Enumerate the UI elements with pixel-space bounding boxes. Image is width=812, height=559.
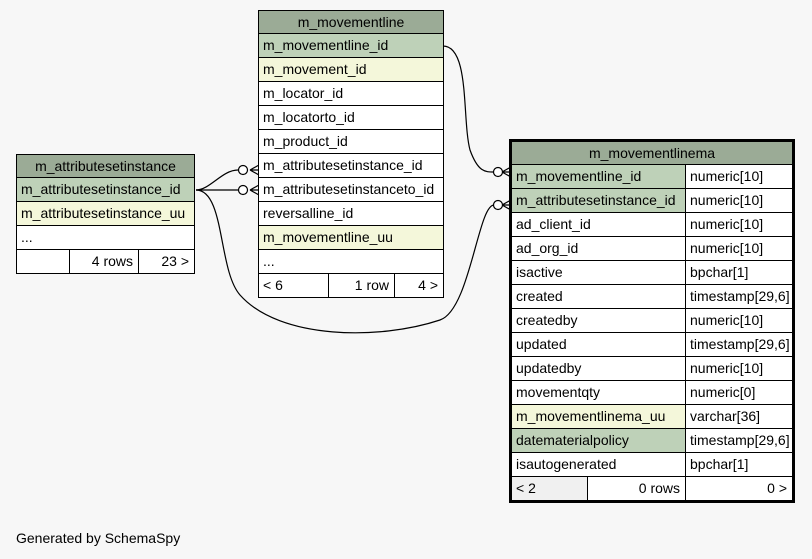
column-type: bpchar[1] <box>685 261 792 284</box>
crowfoot-icon <box>249 184 260 196</box>
column-name[interactable]: created <box>516 288 563 304</box>
column-name[interactable]: m_attributesetinstance_id <box>21 181 181 197</box>
column-name[interactable]: m_attributesetinstance_uu <box>21 205 186 221</box>
optional-circle-icon <box>492 166 504 178</box>
column-name[interactable]: m_attributesetinstance_id <box>512 189 685 212</box>
footer-parents-link[interactable]: < 2 <box>512 477 587 500</box>
column-type: timestamp[29,6] <box>685 333 792 356</box>
table-m_movementline[interactable]: m_movementline m_movementline_id m_movem… <box>258 10 444 298</box>
footer-children-link[interactable]: 23 > <box>138 250 194 273</box>
footer-row-count: 0 rows <box>587 477 685 500</box>
column-name[interactable]: m_attributesetinstance_id <box>263 157 423 173</box>
column-name[interactable]: m_locator_id <box>263 85 344 101</box>
column-name[interactable]: reversalline_id <box>263 205 354 221</box>
column-name[interactable]: movementqty <box>516 384 601 400</box>
footer-row-count: 4 rows <box>69 250 138 273</box>
crowfoot-icon <box>249 164 260 176</box>
column-type: numeric[10] <box>685 309 792 332</box>
column-name[interactable]: m_product_id <box>263 133 348 149</box>
footer-row-count: 1 row <box>328 274 394 297</box>
column-name: ... <box>263 253 275 269</box>
table-title[interactable]: m_movementline <box>259 11 443 34</box>
column-type: numeric[10] <box>685 165 792 188</box>
column-name[interactable]: ad_client_id <box>516 216 591 232</box>
optional-circle-icon <box>237 164 249 176</box>
column-name: ... <box>21 229 33 245</box>
column-name[interactable]: m_movementline_id <box>263 37 389 53</box>
footer-parents <box>17 250 69 273</box>
column-name[interactable]: m_movement_id <box>263 61 367 77</box>
column-type: numeric[0] <box>685 381 792 404</box>
column-name[interactable]: m_locatorto_id <box>263 109 355 125</box>
column-name[interactable]: m_attributesetinstanceto_id <box>263 181 435 197</box>
column-name[interactable]: isactive <box>516 264 563 280</box>
column-name[interactable]: ad_org_id <box>516 240 579 256</box>
column-name[interactable]: m_movementline_uu <box>263 229 393 245</box>
footer-children-link[interactable]: 0 > <box>685 477 792 500</box>
edge-movementline-to-movementlinema <box>442 45 495 173</box>
table-title[interactable]: m_movementlinema <box>512 142 792 165</box>
table-m_movementlinema[interactable]: m_movementlinema m_movementline_id numer… <box>509 139 795 503</box>
generated-by-note: Generated by SchemaSpy <box>16 530 181 546</box>
column-type: numeric[10] <box>685 213 792 236</box>
column-type: numeric[10] <box>685 357 792 380</box>
column-type: numeric[10] <box>685 237 792 260</box>
column-name[interactable]: createdby <box>516 312 578 328</box>
column-name[interactable]: m_movementlinema_uu <box>512 405 685 428</box>
column-name[interactable]: updated <box>516 336 567 352</box>
column-type: timestamp[29,6] <box>685 429 792 452</box>
column-type: timestamp[29,6] <box>685 285 792 308</box>
edge-asi-to-movementline-asi <box>195 169 239 191</box>
optional-circle-icon <box>492 199 504 211</box>
edge-asi-to-movementlinema <box>195 189 495 334</box>
optional-circle-icon <box>237 184 249 196</box>
column-name[interactable]: updatedby <box>516 360 582 376</box>
column-type: varchar[36] <box>685 405 792 428</box>
footer-children-link[interactable]: 4 > <box>394 274 443 297</box>
column-type: numeric[10] <box>685 189 792 212</box>
column-name[interactable]: isautogenerated <box>516 456 617 472</box>
column-name[interactable]: m_movementline_id <box>512 165 685 188</box>
table-m_attributesetinstance[interactable]: m_attributesetinstance m_attributesetins… <box>16 154 195 274</box>
table-title[interactable]: m_attributesetinstance <box>17 155 194 178</box>
column-type: bpchar[1] <box>685 453 792 476</box>
footer-parents-link[interactable]: < 6 <box>263 277 283 293</box>
column-name[interactable]: datematerialpolicy <box>512 429 685 452</box>
